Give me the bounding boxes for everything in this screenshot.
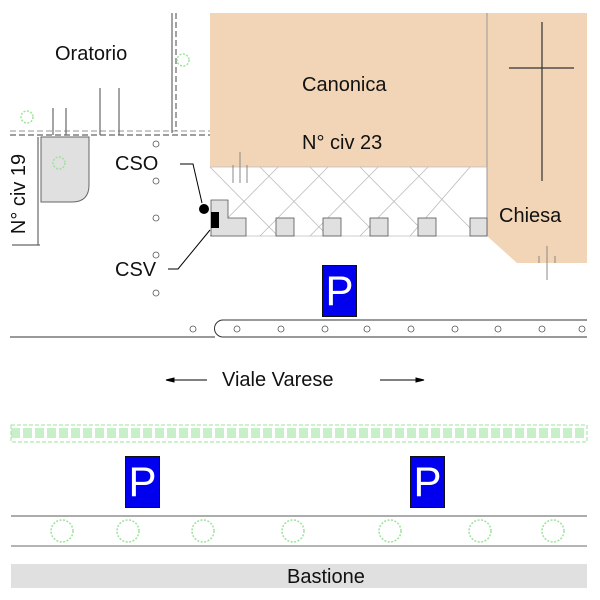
tree-icons bbox=[20, 53, 565, 543]
bastione-band bbox=[11, 564, 587, 588]
label-street: Viale Varese bbox=[222, 369, 334, 391]
chiesa-building bbox=[487, 13, 587, 263]
canonica-building bbox=[210, 13, 487, 167]
porch-hatch bbox=[209, 166, 487, 237]
oratorio-walls bbox=[10, 13, 210, 246]
label-chiesa: Chiesa bbox=[499, 205, 562, 227]
cross-icon bbox=[509, 22, 574, 181]
label-canonica: Canonica bbox=[302, 74, 387, 96]
label-civ23: N° civ 23 bbox=[302, 132, 383, 154]
cso-marker bbox=[199, 204, 209, 214]
parking-sign-1: P bbox=[322, 265, 357, 317]
label-cso: CSO bbox=[115, 153, 159, 175]
oratorio-annex bbox=[40, 136, 90, 203]
csv-marker bbox=[211, 212, 219, 228]
label-csv: CSV bbox=[115, 259, 157, 281]
parking-sign-2: P bbox=[125, 456, 160, 508]
bollards bbox=[152, 140, 160, 297]
direction-arrows bbox=[165, 377, 425, 383]
label-oratorio: Oratorio bbox=[55, 43, 128, 65]
road-edges bbox=[10, 319, 587, 338]
label-bastione: Bastione bbox=[287, 566, 365, 588]
parking-sign-3: P bbox=[410, 456, 445, 508]
entrance-arrow-icon bbox=[232, 152, 556, 280]
label-civ19: N° civ 19 bbox=[8, 153, 31, 235]
kerb-posts bbox=[189, 325, 586, 333]
columns bbox=[210, 199, 488, 237]
tree-row bbox=[11, 515, 587, 547]
hedge bbox=[10, 424, 588, 443]
